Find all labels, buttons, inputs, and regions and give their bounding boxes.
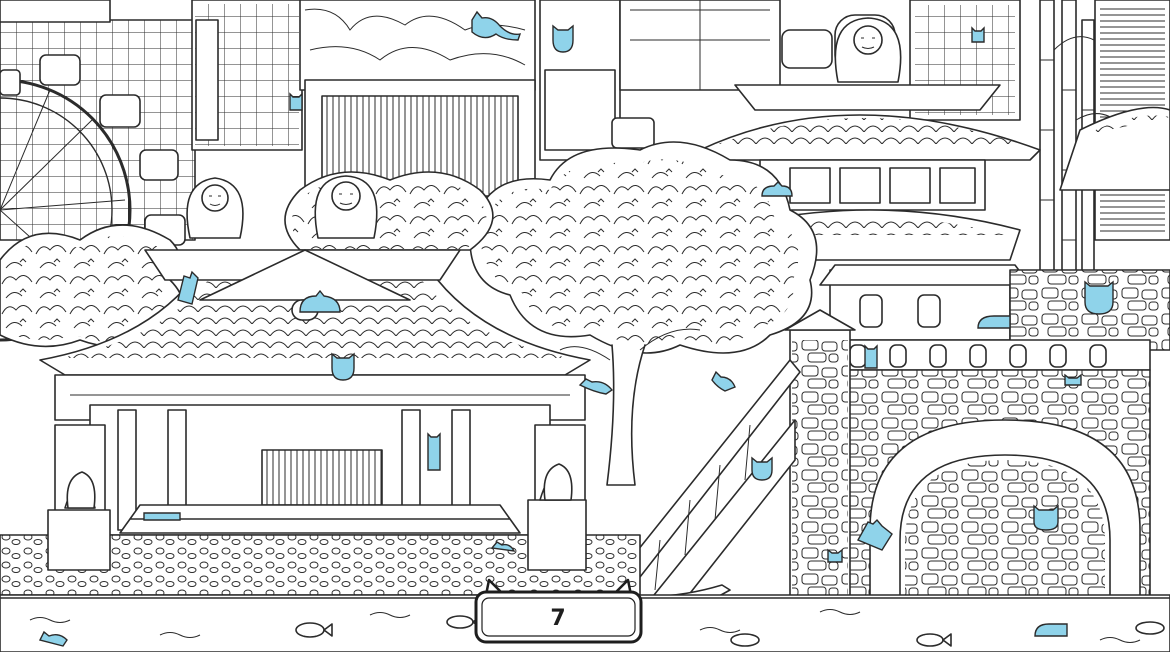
- lily-pad: [730, 633, 760, 647]
- cat-icon[interactable]: [971, 26, 985, 43]
- cat-icon[interactable]: [827, 548, 843, 563]
- cat-icon[interactable]: [427, 432, 441, 471]
- cat-icon[interactable]: [751, 456, 773, 481]
- cat-icon[interactable]: [578, 378, 614, 395]
- cat-icon[interactable]: [977, 315, 1011, 329]
- cat-icon[interactable]: [864, 344, 878, 369]
- cat-icon[interactable]: [1084, 280, 1114, 315]
- cat-icon[interactable]: [761, 181, 793, 197]
- cat-icon[interactable]: [177, 270, 199, 305]
- cherry-tree: [469, 141, 818, 486]
- cat-icon[interactable]: [143, 512, 181, 521]
- daruma-icon[interactable]: [834, 17, 902, 83]
- cat-icon[interactable]: [1034, 623, 1068, 637]
- daruma-icon[interactable]: [186, 177, 244, 239]
- fish-icon: [295, 622, 333, 638]
- cat-icon[interactable]: [711, 370, 736, 392]
- stone-bridge: [784, 309, 1151, 611]
- cats-remaining-count: 7: [550, 606, 565, 631]
- daruma-icon[interactable]: [314, 175, 378, 239]
- found-cats: [38, 10, 1114, 647]
- stone-stairs: [629, 359, 801, 626]
- cat-icon[interactable]: [490, 541, 516, 552]
- cat-icon[interactable]: [299, 289, 341, 313]
- cat-icon[interactable]: [289, 92, 303, 111]
- cat-icon[interactable]: [331, 352, 355, 381]
- cat-icon[interactable]: [1033, 504, 1059, 531]
- cat-icon[interactable]: [471, 10, 522, 41]
- lily-pad: [1135, 621, 1165, 635]
- daruma-group: [186, 17, 902, 239]
- cat-icon[interactable]: [857, 518, 893, 551]
- cat-icon[interactable]: [1064, 373, 1082, 386]
- cat-icon[interactable]: [38, 630, 68, 647]
- cats-remaining-counter: 7: [474, 578, 643, 644]
- fish-icon: [916, 633, 952, 647]
- cat-icon[interactable]: [552, 24, 574, 53]
- guardian-statues: [66, 463, 573, 509]
